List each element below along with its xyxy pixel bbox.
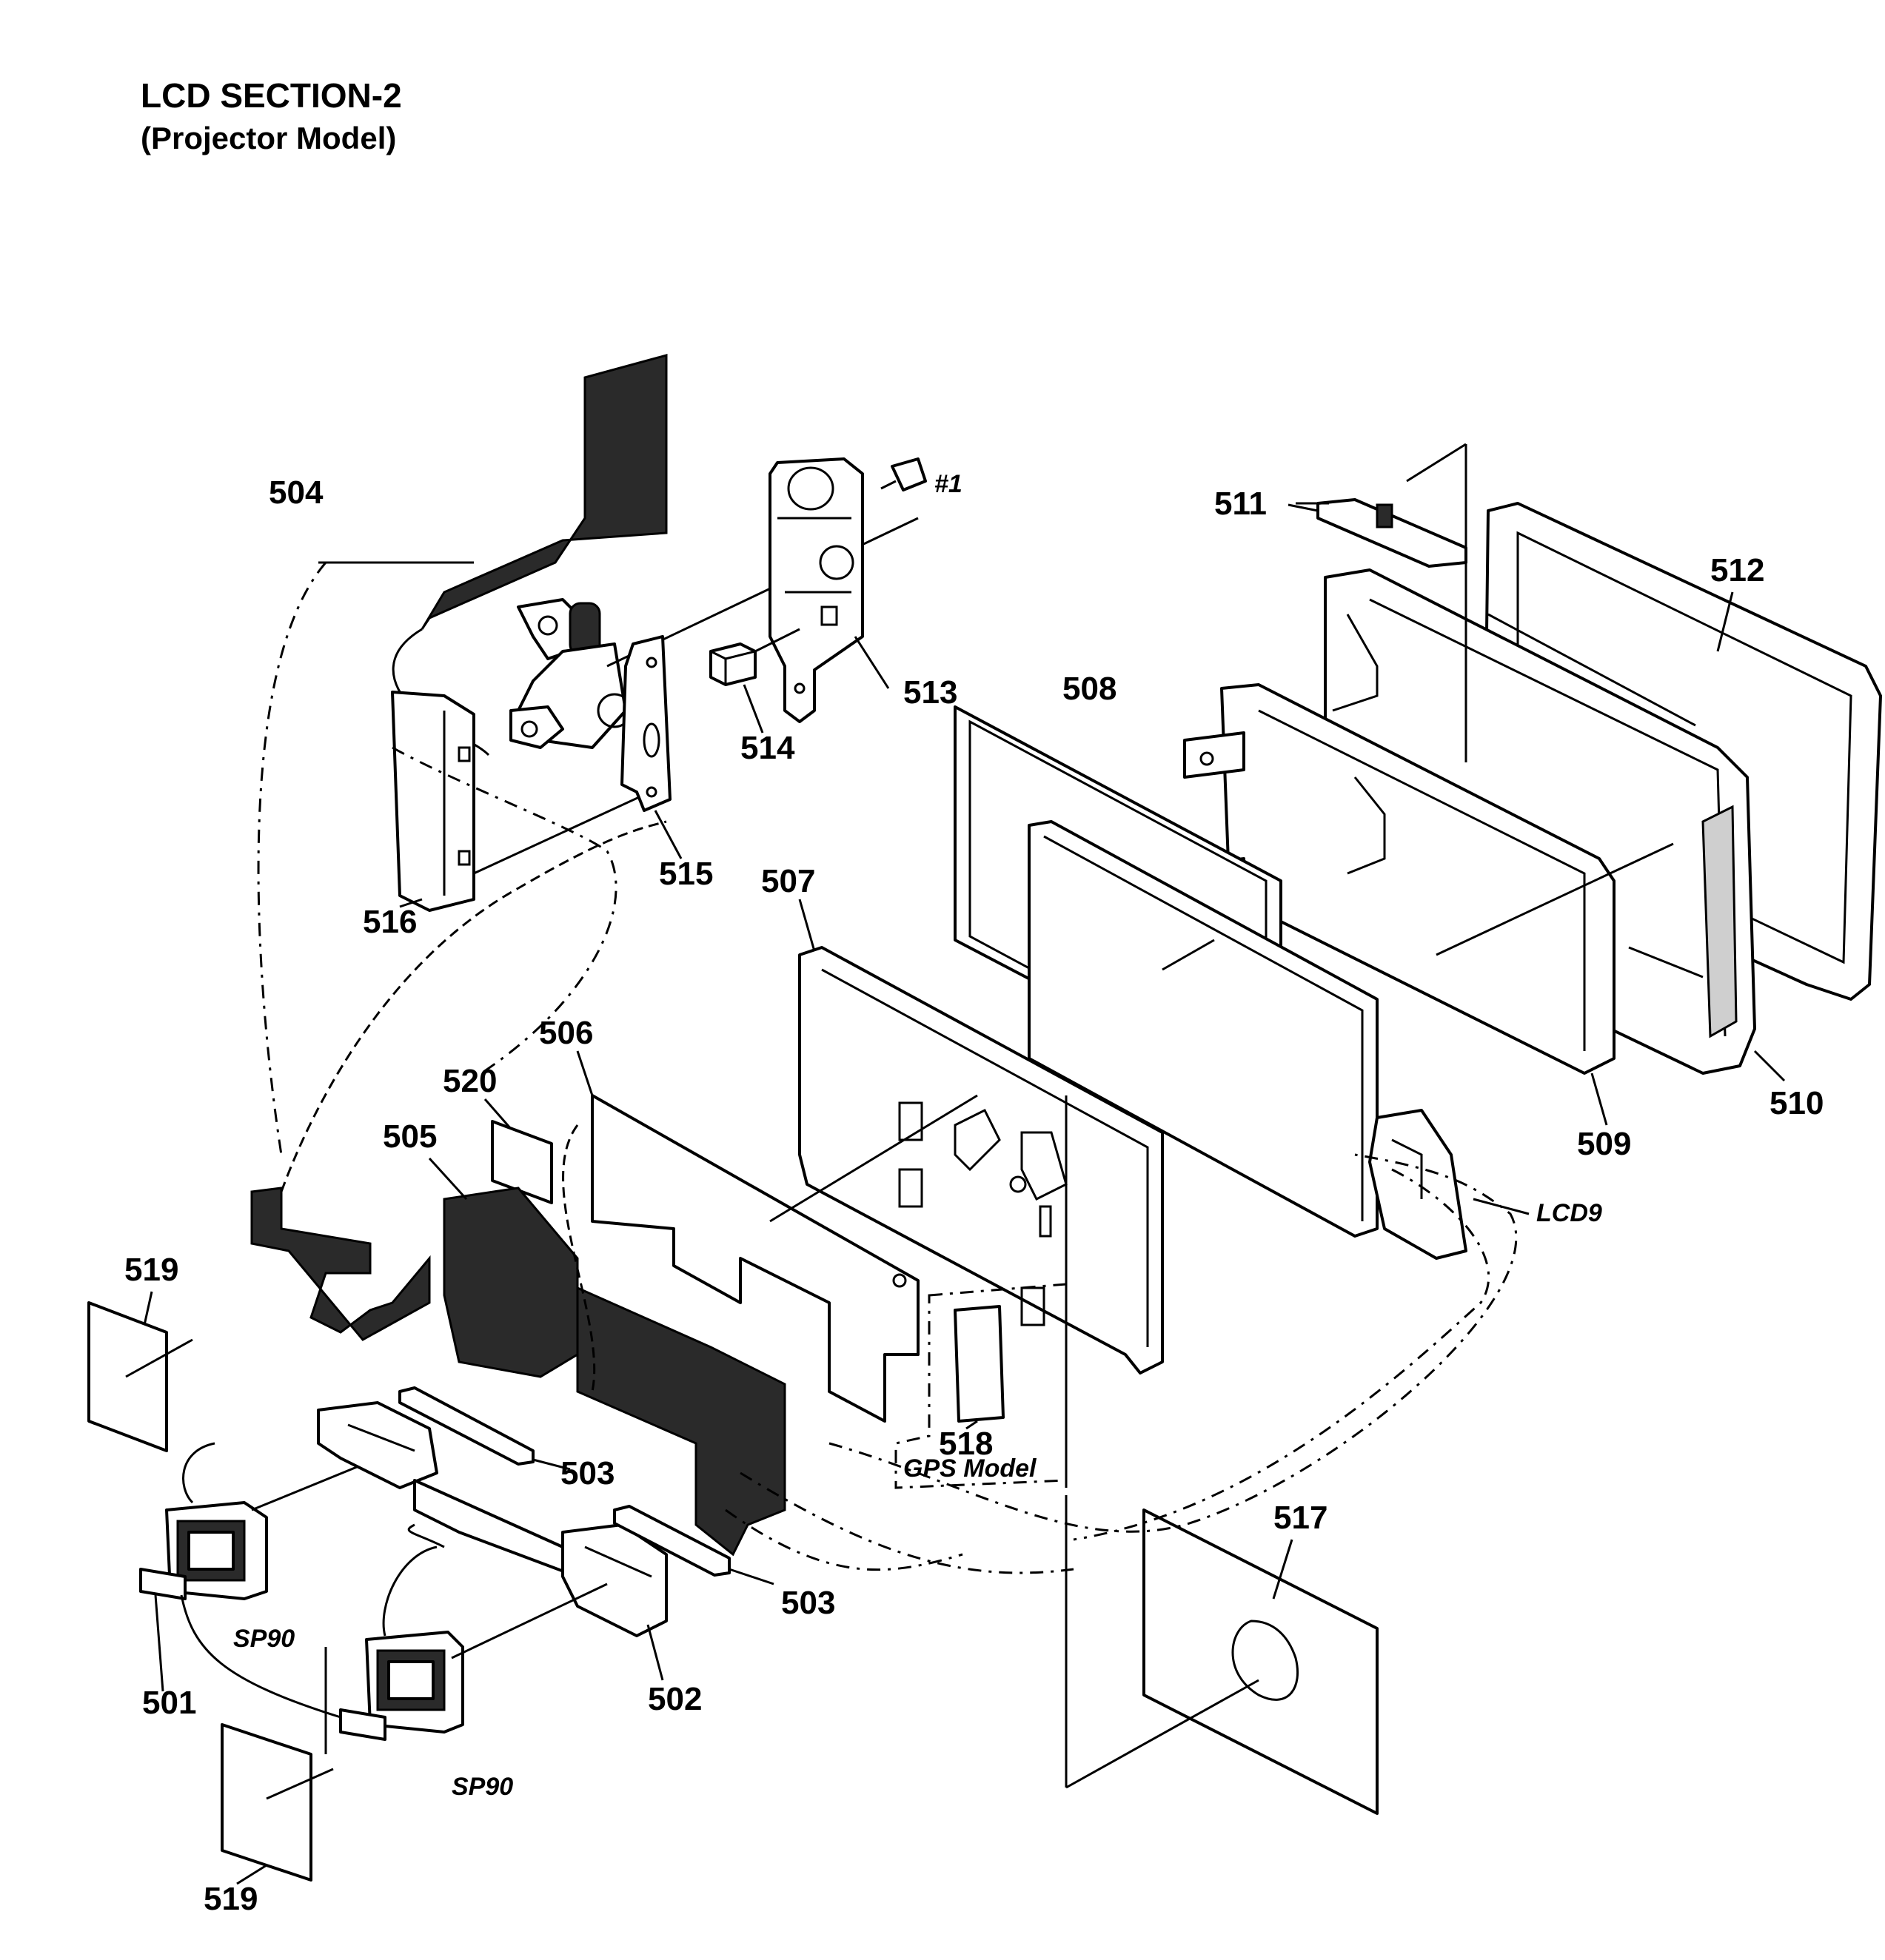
part-518-gps-board: GPS Model <box>894 1283 1068 1489</box>
lcd9-ref-label: LCD9 <box>1536 1199 1602 1227</box>
part-516-hinge-cover <box>391 691 667 912</box>
part-506-shield-sheet <box>591 1094 978 1423</box>
callout-509: 509 <box>1577 1126 1631 1162</box>
speaker-sp90-lower: SP90 <box>365 1545 608 1801</box>
callout-519-lower: 519 <box>204 1881 258 1917</box>
part-501-pad-left <box>139 1568 187 1600</box>
assembly-guide-lines <box>257 443 1518 1574</box>
part-501-leaders <box>180 1594 341 1719</box>
part-519-sheet-upper <box>87 1301 193 1452</box>
callout-507: 507 <box>761 863 815 899</box>
part-514-block <box>709 628 800 686</box>
callout-506: 506 <box>539 1015 593 1051</box>
part-507-main-frame <box>798 946 1164 1375</box>
callout-leaders <box>143 502 1786 1885</box>
part-503-strip-upper <box>398 1386 571 1471</box>
part-519-sheet-lower <box>221 1647 334 1882</box>
callout-503-lower: 503 <box>781 1585 835 1621</box>
part-513-hinge-body <box>769 457 864 723</box>
callout-511: 511 <box>1214 486 1267 522</box>
hinge-assembly <box>509 517 919 749</box>
callout-516: 516 <box>363 904 417 940</box>
callout-510: 510 <box>1770 1085 1824 1121</box>
callout-515: 515 <box>659 856 713 892</box>
part-501-pad-right <box>339 1708 386 1741</box>
speaker-ref-label-upper: SP90 <box>233 1625 295 1653</box>
model-subtitle: (Projector Model) <box>141 121 397 155</box>
speaker-sp90-upper: SP90 <box>165 1442 415 1653</box>
part-505-board <box>443 1187 786 1557</box>
gps-model-label: GPS Model <box>903 1454 1037 1483</box>
callout-513: 513 <box>903 674 957 711</box>
callout-501: 501 <box>142 1685 196 1721</box>
callout-514: 514 <box>740 730 795 766</box>
callout-519-upper: 519 <box>124 1252 178 1288</box>
callout-508: 508 <box>1062 671 1116 707</box>
callout-517: 517 <box>1273 1500 1327 1536</box>
screw-1: #1 <box>880 457 962 498</box>
speaker-ref-label-lower: SP90 <box>452 1773 513 1801</box>
callout-512: 512 <box>1710 552 1764 588</box>
callout-518: 518 <box>939 1426 993 1462</box>
part-503-strip-lower <box>613 1505 774 1585</box>
part-511-strip <box>1288 498 1467 568</box>
callout-502: 502 <box>648 1681 702 1717</box>
lcd9-bracket: LCD9 <box>1368 1109 1602 1260</box>
screw-ref-label: #1 <box>934 470 962 498</box>
callout-503-upper: 503 <box>560 1455 615 1491</box>
callout-labels: 504 513 514 515 516 511 512 508 507 509 … <box>124 474 1824 1917</box>
flex-cable-left <box>250 820 667 1341</box>
callout-520: 520 <box>443 1063 497 1099</box>
part-517-sheet <box>1065 1495 1379 1815</box>
part-520-sheet <box>491 1120 553 1204</box>
part-515-bracket <box>620 635 672 812</box>
diagram-title: LCD SECTION-2 (Projector Model) <box>141 74 402 160</box>
callout-504: 504 <box>269 474 324 511</box>
part-510-rear-cabinet <box>1324 568 1756 1075</box>
section-title: LCD SECTION-2 <box>141 76 402 115</box>
callout-505: 505 <box>383 1118 437 1155</box>
